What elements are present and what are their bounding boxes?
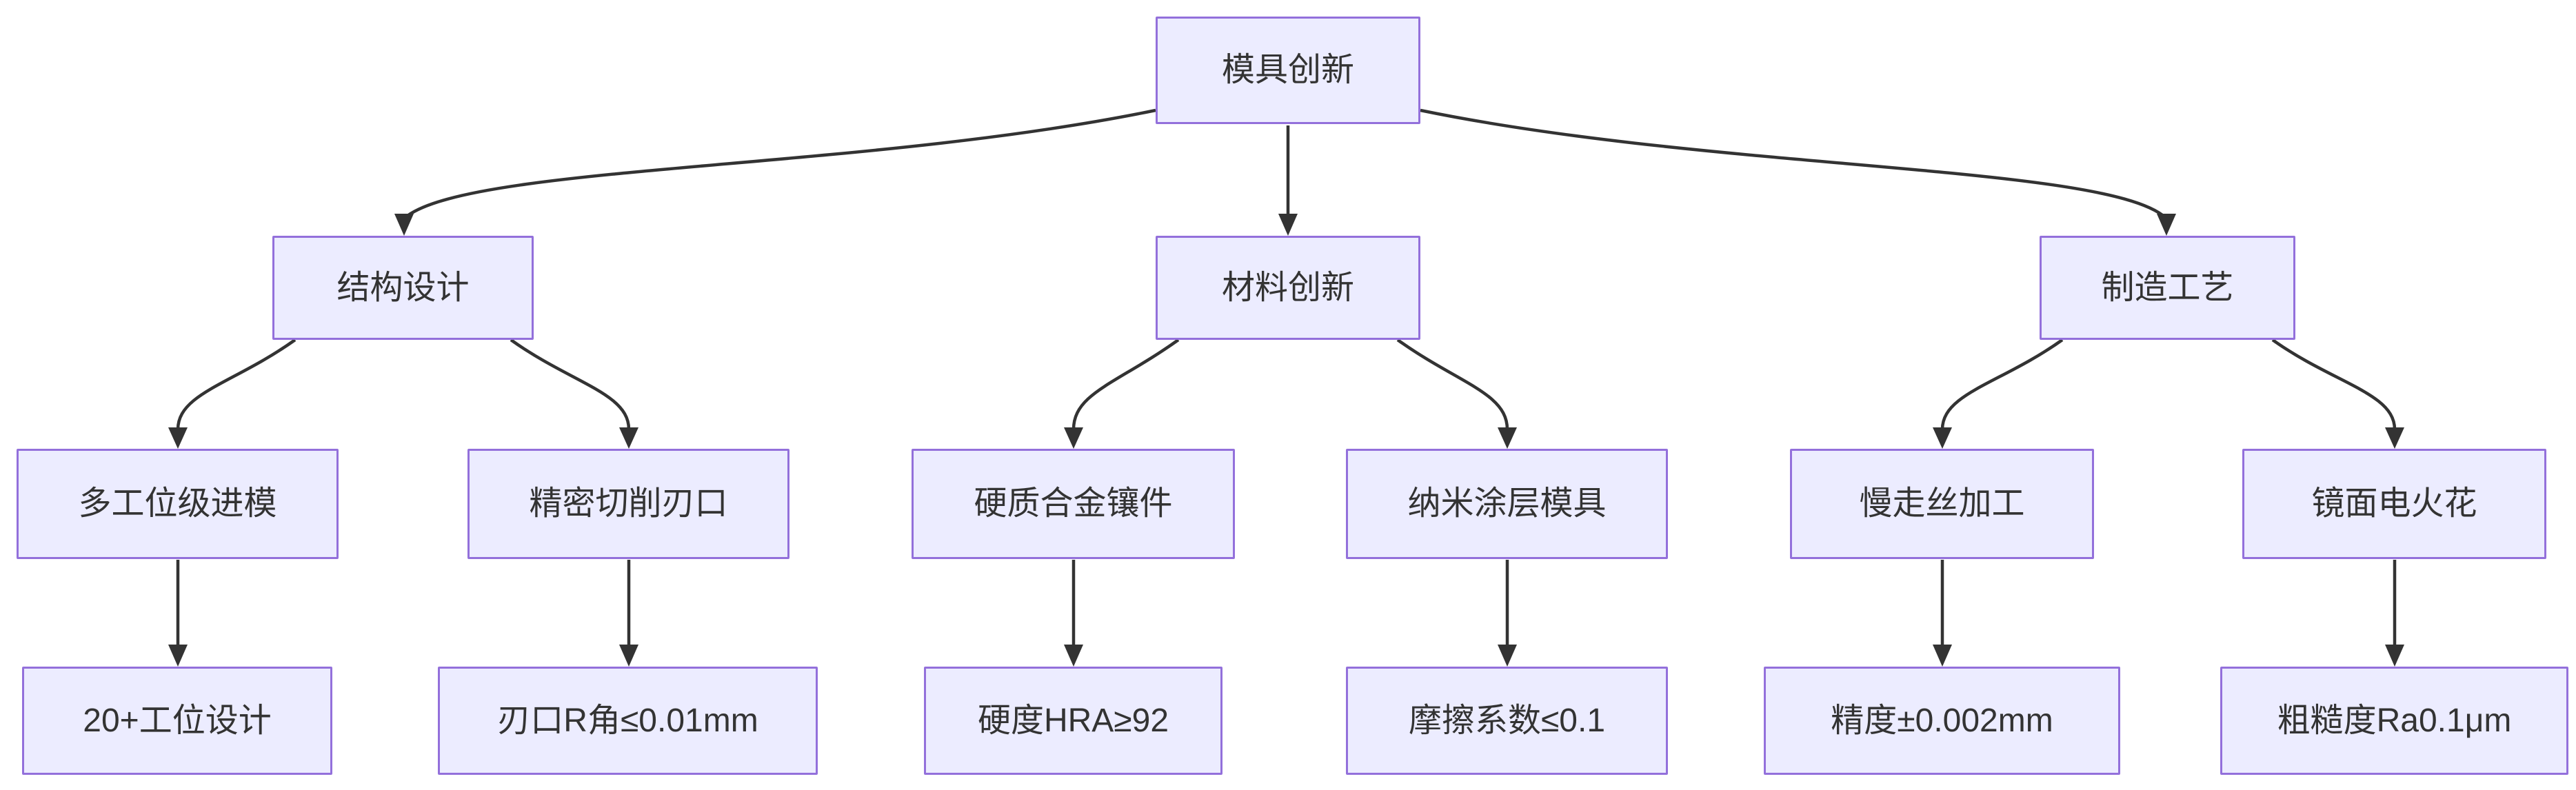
arrowhead: [1498, 427, 1517, 449]
edge-root-process: [1420, 108, 2176, 236]
edge-material-carbideInsert: [1064, 338, 1180, 449]
node-structure-design: 结构设计: [272, 236, 534, 340]
node-label: 精密切削刃口: [529, 485, 728, 523]
arrowhead: [1498, 645, 1517, 667]
edge-nanoCoating-friction: [1498, 560, 1517, 667]
arrowhead: [1933, 645, 1952, 667]
node-precision-cutting-edge: 精密切削刃口: [467, 449, 789, 559]
arrowhead: [168, 645, 188, 667]
node-label: 模具创新: [1221, 52, 1354, 89]
arrowhead: [1064, 427, 1083, 449]
node-label: 制造工艺: [2101, 269, 2234, 306]
node-manufacturing-process: 制造工艺: [2040, 236, 2295, 340]
node-label: 精度±0.002mm: [1831, 702, 2053, 739]
node-station-design-spec: 20+工位设计: [22, 667, 332, 775]
node-label: 刃口R角≤0.01mm: [497, 702, 758, 739]
arrowhead: [394, 214, 414, 236]
node-label: 纳米涂层模具: [1407, 485, 1607, 523]
node-label: 摩擦系数≤0.1: [1408, 702, 1606, 739]
node-label: 硬度HRA≥92: [977, 702, 1169, 739]
arrowhead: [1278, 214, 1298, 236]
edge-process-slowWire: [1933, 338, 2064, 449]
node-friction-spec: 摩擦系数≤0.1: [1346, 667, 1668, 775]
edge-structure-precisionEdge: [510, 338, 638, 449]
arrowhead: [619, 645, 638, 667]
edge-precisionEdge-edgeRadius: [619, 560, 638, 667]
node-label: 20+工位设计: [83, 702, 272, 739]
arrowhead: [2157, 214, 2176, 236]
node-material-innovation: 材料创新: [1156, 236, 1420, 340]
node-label: 粗糙度Ra0.1μm: [2277, 702, 2512, 739]
node-label: 材料创新: [1221, 269, 1354, 306]
arrowhead: [2385, 645, 2404, 667]
edge-root-material: [1278, 125, 1298, 236]
arrowhead: [1064, 645, 1083, 667]
node-nano-coating-mold: 纳米涂层模具: [1346, 449, 1668, 559]
node-multi-station-progressive-die: 多工位级进模: [17, 449, 339, 559]
edge-process-mirrorEdm: [2271, 338, 2404, 449]
node-label: 结构设计: [336, 269, 470, 306]
node-roughness-spec: 粗糙度Ra0.1μm: [2220, 667, 2568, 775]
arrowhead: [619, 427, 638, 449]
node-label: 硬质合金镶件: [974, 485, 1173, 523]
node-label: 慢走丝加工: [1859, 485, 2025, 523]
edge-slowWire-accuracy: [1933, 560, 1952, 667]
node-slow-wire-cutting: 慢走丝加工: [1790, 449, 2094, 559]
edge-structure-multiStation: [168, 338, 296, 449]
edge-carbideInsert-hardness: [1064, 560, 1083, 667]
edge-multiStation-stationDesign: [168, 560, 188, 667]
arrowhead: [2385, 427, 2404, 449]
arrowhead: [168, 427, 188, 449]
edge-mirrorEdm-roughness: [2385, 560, 2404, 667]
node-label: 多工位级进模: [78, 485, 277, 523]
edge-root-structure: [394, 108, 1156, 236]
node-accuracy-spec: 精度±0.002mm: [1764, 667, 2120, 775]
edge-material-nanoCoating: [1396, 338, 1517, 449]
node-label: 镜面电火花: [2311, 485, 2477, 523]
arrowhead: [1933, 427, 1952, 449]
node-carbide-insert: 硬质合金镶件: [912, 449, 1235, 559]
node-edge-radius-spec: 刃口R角≤0.01mm: [438, 667, 818, 775]
node-mold-innovation: 模具创新: [1156, 17, 1420, 124]
node-mirror-edm: 镜面电火花: [2242, 449, 2546, 559]
node-hardness-spec: 硬度HRA≥92: [924, 667, 1222, 775]
